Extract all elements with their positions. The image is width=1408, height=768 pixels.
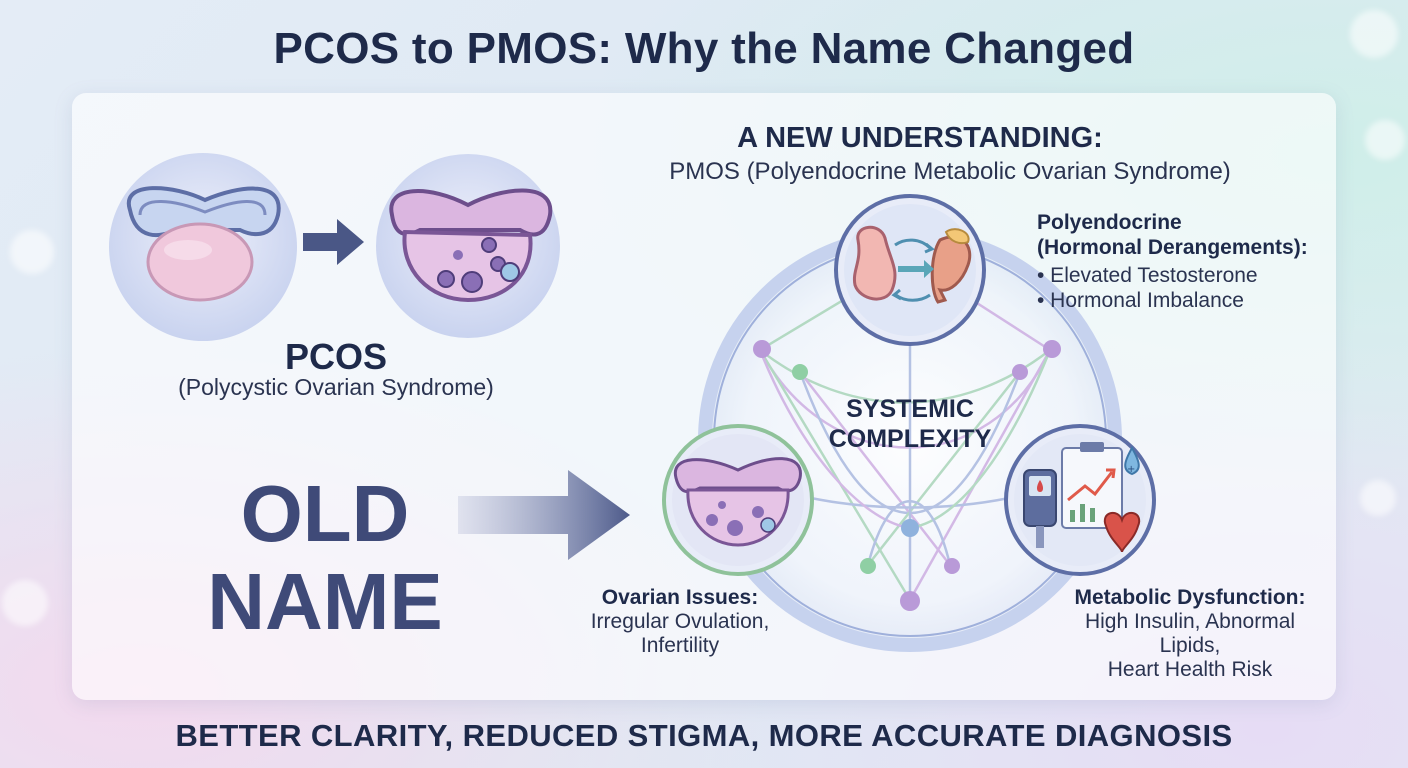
bokeh-light bbox=[1350, 10, 1398, 58]
svg-text:+: + bbox=[1127, 464, 1135, 475]
old-to-new-arrow-icon bbox=[458, 470, 630, 560]
bokeh-light bbox=[10, 230, 54, 274]
metabolic-desc-line1: High Insulin, Abnormal bbox=[1084, 610, 1296, 633]
ovarian-desc-line1: Irregular Ovulation, bbox=[590, 610, 770, 633]
systemic-label-line1: SYSTEMIC bbox=[846, 395, 974, 423]
ovarian-title: Ovarian Issues: bbox=[601, 586, 759, 609]
polyendocrine-title: Polyendocrine (Hormonal Derangements): bbox=[1037, 210, 1337, 260]
metabolic-desc-line3: Heart Health Risk bbox=[1107, 658, 1273, 681]
metabolic-description: High Insulin, Abnormal Lipids, Heart Hea… bbox=[1040, 610, 1340, 682]
old-name-label-line1: OLD bbox=[240, 469, 410, 558]
old-name-full: (Polycystic Ovarian Syndrome) bbox=[178, 374, 494, 400]
old-name-acronym: PCOS bbox=[284, 336, 388, 377]
polyendocrine-bullet: • Elevated Testosterone bbox=[1037, 264, 1258, 287]
endocrine-glands-icon bbox=[834, 194, 986, 346]
ovarian-desc-line2: Infertility bbox=[640, 634, 720, 657]
old-name-label: OLD NAME bbox=[150, 470, 500, 646]
page-title: PCOS to PMOS: Why the Name Changed bbox=[273, 24, 1135, 73]
bokeh-light bbox=[2, 580, 48, 626]
old-name-label-line2: NAME bbox=[207, 557, 443, 646]
ovarian-description: Irregular Ovulation, Infertility bbox=[555, 610, 805, 658]
systemic-label-line2: COMPLEXITY bbox=[828, 425, 992, 453]
bokeh-light bbox=[1360, 480, 1396, 516]
metabolic-health-icon: + bbox=[1004, 424, 1156, 576]
ovary-node-icon bbox=[662, 424, 814, 576]
bokeh-light bbox=[1365, 120, 1405, 160]
healthy-ovary-icon bbox=[109, 153, 297, 341]
polyendocrine-title-line2: (Hormonal Derangements): bbox=[1037, 236, 1308, 259]
systemic-complexity-label: SYSTEMIC COMPLEXITY bbox=[800, 394, 1020, 454]
transition-arrow-icon bbox=[303, 219, 364, 265]
footer-tagline: BETTER CLARITY, REDUCED STIGMA, MORE ACC… bbox=[175, 718, 1233, 753]
polycystic-ovary-icon bbox=[376, 154, 560, 338]
new-understanding-subtitle: PMOS (Polyendocrine Metabolic Ovarian Sy… bbox=[669, 158, 1231, 185]
metabolic-desc-line2: Lipids, bbox=[1159, 634, 1221, 657]
polyendocrine-bullet: • Hormonal Imbalance bbox=[1037, 289, 1244, 312]
new-understanding-heading: A NEW UNDERSTANDING: bbox=[737, 122, 1103, 154]
metabolic-title: Metabolic Dysfunction: bbox=[1074, 586, 1306, 609]
polyendocrine-title-line1: Polyendocrine bbox=[1037, 211, 1182, 234]
